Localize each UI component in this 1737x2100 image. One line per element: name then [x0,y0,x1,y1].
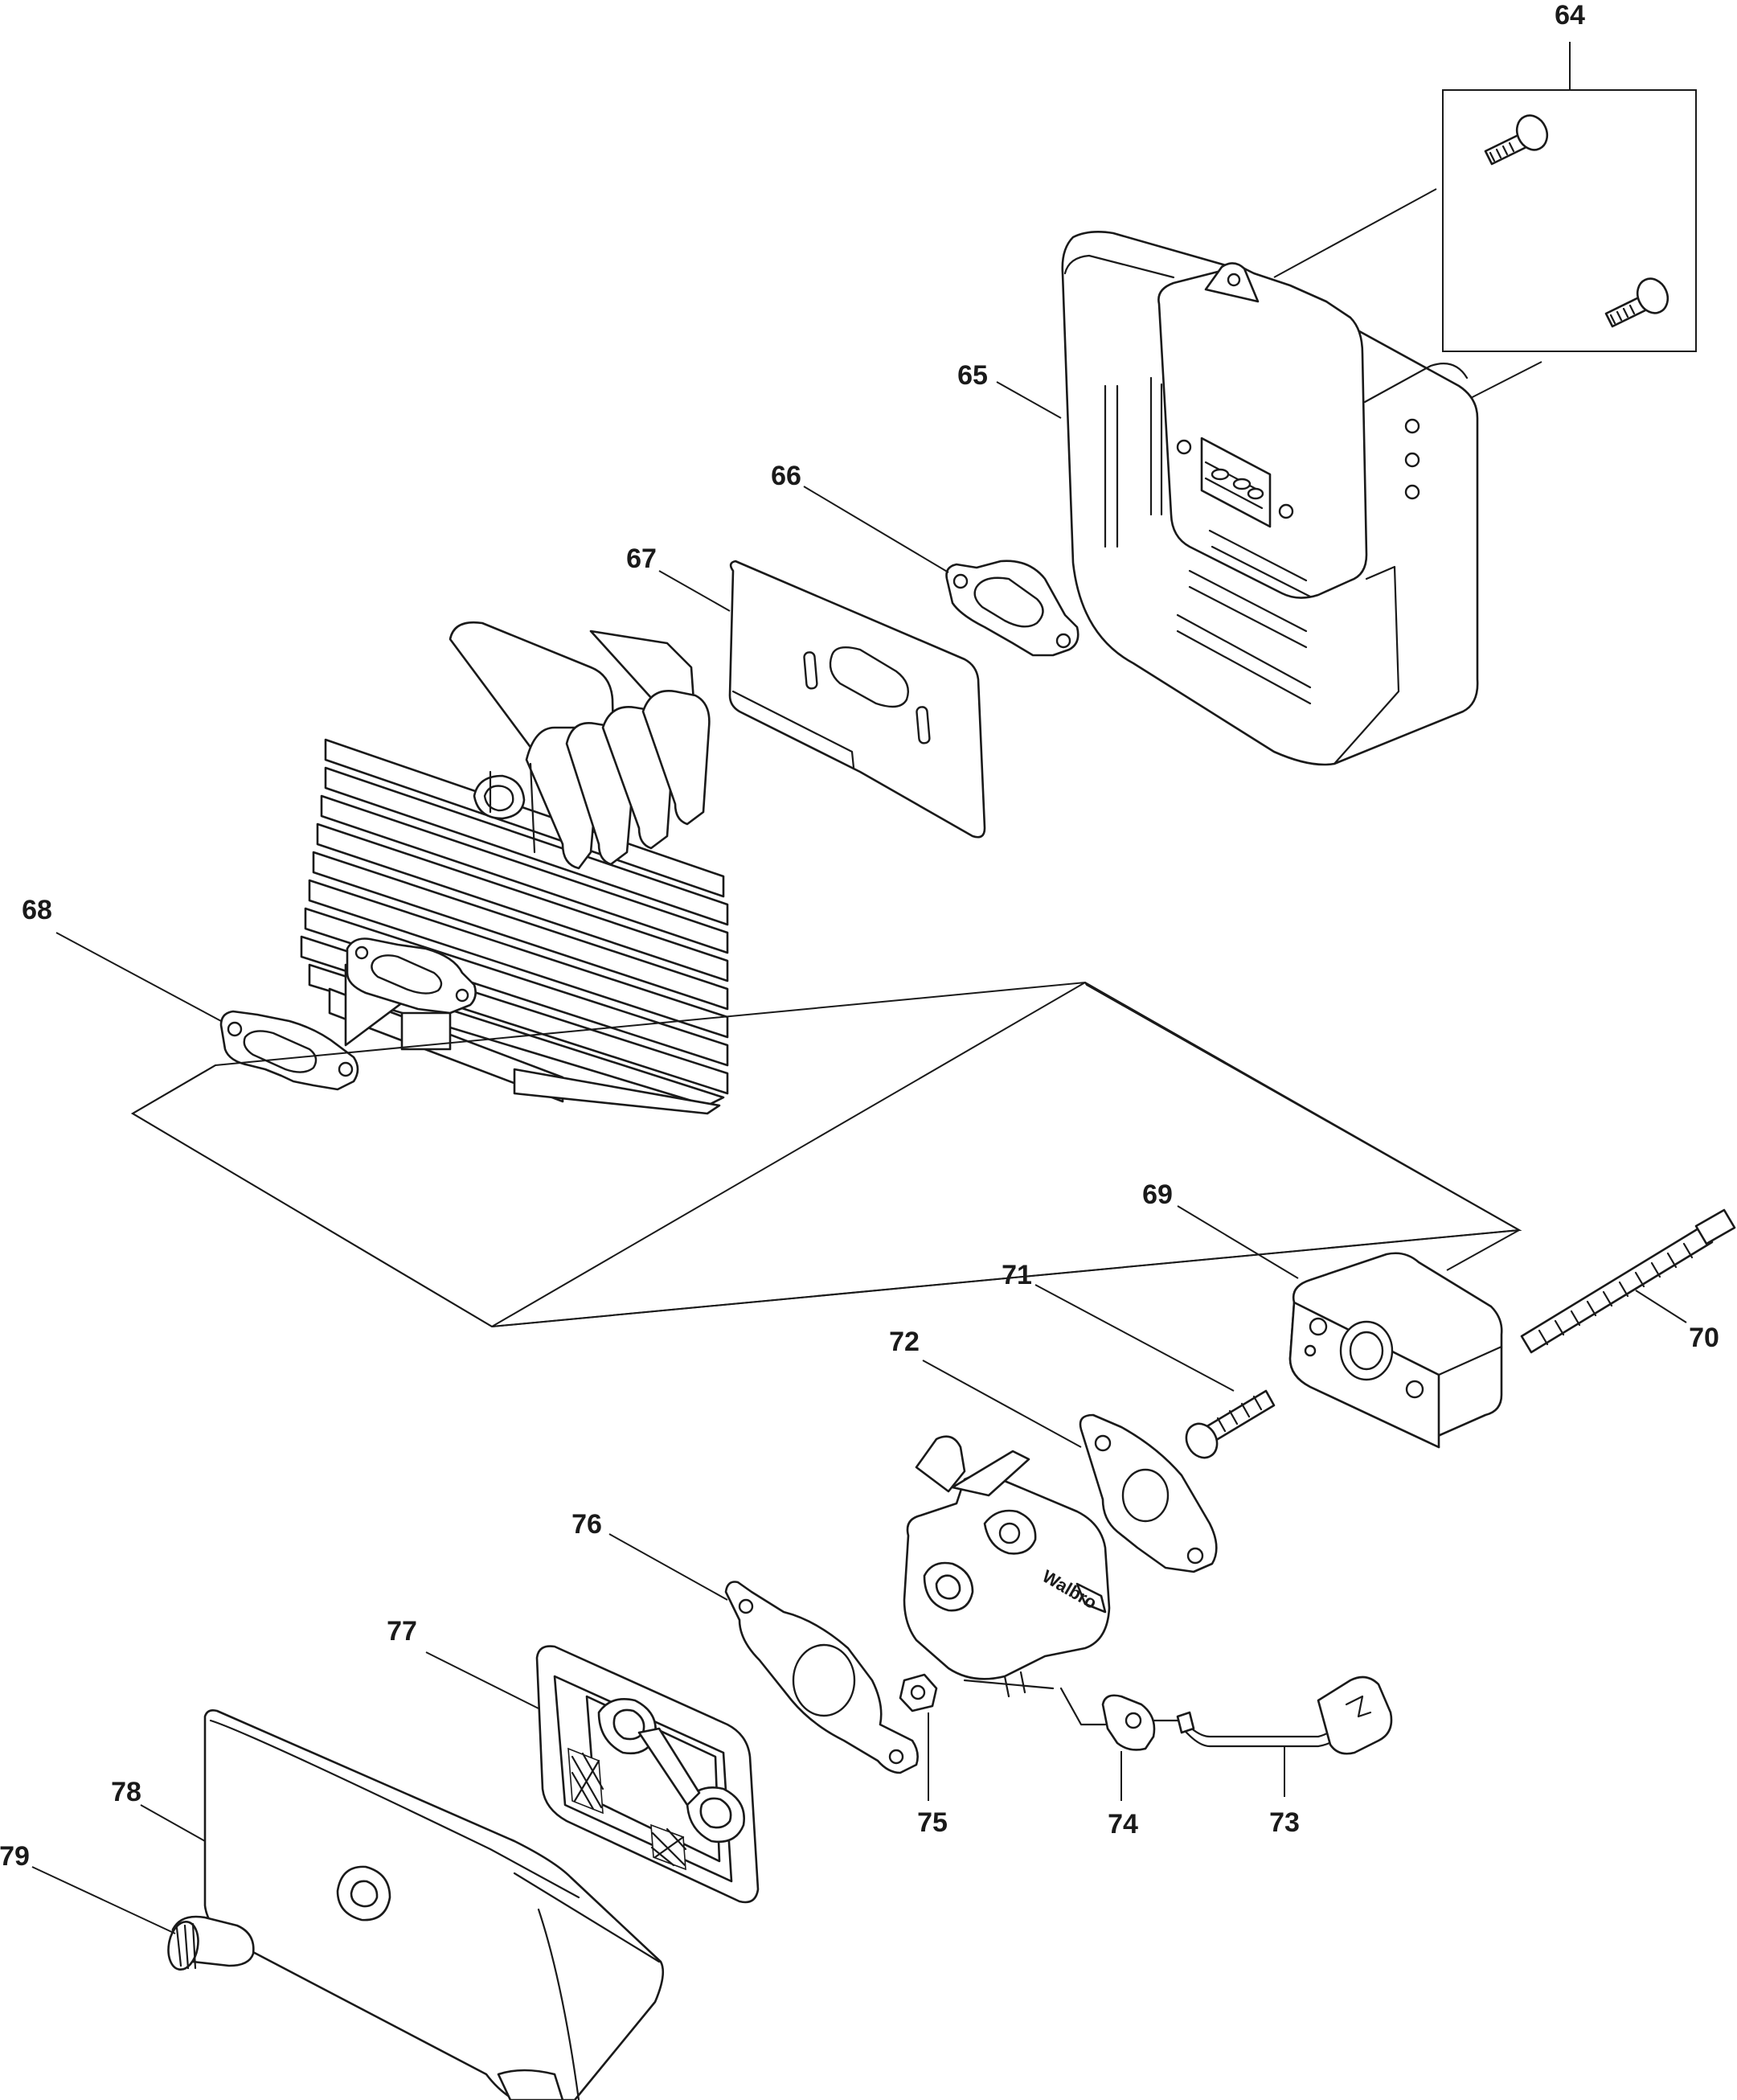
callout-67: 67 [626,543,657,574]
part-65-muffler [1061,231,1479,766]
callout-78: 78 [111,1777,141,1807]
part-69-spacer-block [1288,1252,1503,1449]
callout-68: 68 [22,895,52,925]
callout-66: 66 [771,461,801,491]
callout-74: 74 [1108,1809,1138,1840]
callout-76: 76 [571,1509,602,1540]
screw-64a [1484,114,1549,166]
assembly-boundary [131,981,1522,1328]
part-72-carb-gasket [1079,1413,1218,1573]
part-70-long-bolt [1520,1208,1736,1354]
part-64-screws [1442,42,1697,352]
part-73-fuel-line [1176,1675,1393,1755]
callout-labels: 64 65 66 67 68 69 70 71 72 73 74 75 76 7… [0,0,1719,1872]
carburetor: Walbro [903,1435,1111,1726]
part-79-knob [167,1915,255,1971]
callout-65: 65 [957,360,988,391]
callout-71: 71 [1002,1260,1032,1290]
callout-77: 77 [387,1616,417,1647]
part-71-screw [1185,1389,1276,1459]
part-74-clip [1101,1694,1179,1751]
part-76-insulator-gasket [724,1581,919,1774]
part-66-exhaust-gasket [945,560,1079,657]
part-78-filter-cover [203,1709,665,2100]
part-77-air-filter [535,1645,760,1904]
part-68-intake-gasket [219,1010,359,1091]
callout-70: 70 [1689,1323,1719,1353]
callout-69: 69 [1142,1179,1173,1210]
callout-72: 72 [889,1327,920,1357]
part-75-nut [899,1673,938,1712]
callout-79: 79 [0,1841,30,1872]
callout-64: 64 [1555,0,1585,31]
part-67-heat-shield [728,560,986,839]
screw-64b [1604,277,1669,328]
callout-75: 75 [917,1807,948,1838]
cylinder-block [300,621,729,1115]
callout-73: 73 [1269,1807,1300,1838]
